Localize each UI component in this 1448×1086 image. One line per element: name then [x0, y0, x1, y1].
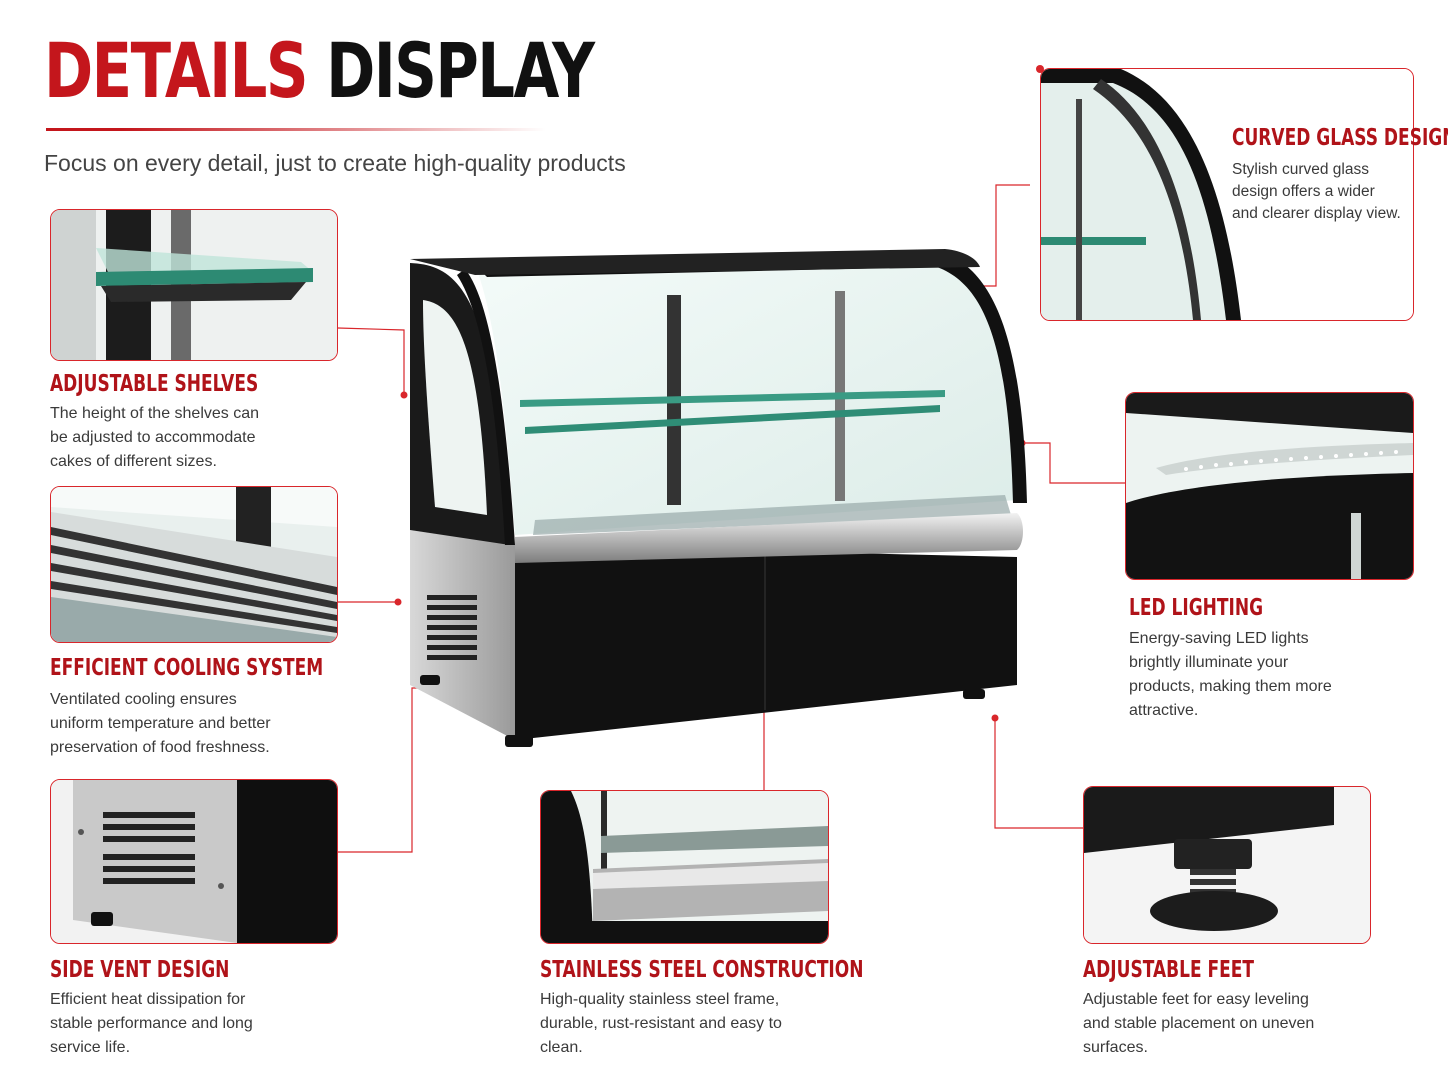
cooling-system-desc: Ventilated cooling ensures uniform tempe…: [50, 691, 271, 756]
title-underline: [46, 128, 546, 131]
adjustable-feet-photo: [1083, 786, 1371, 944]
stainless-steel-desc: High-quality stainless steel frame, dura…: [540, 991, 782, 1056]
adjustable-feet-title: ADJUSTABLE FEET: [1083, 957, 1255, 983]
curved-glass-desc: Stylish curved glass design offers a wid…: [1232, 161, 1401, 222]
led-lighting-desc: Energy-saving LED lights brightly illumi…: [1129, 630, 1332, 719]
curved-glass-title: CURVED GLASS DESIGN: [1232, 125, 1448, 151]
side-vent-desc: Efficient heat dissipation for stable pe…: [50, 991, 253, 1056]
led-lighting-title: LED LIGHTING: [1129, 595, 1264, 621]
cooling-system-photo: [50, 486, 338, 643]
stainless-steel-title: STAINLESS STEEL CONSTRUCTION: [540, 957, 864, 983]
title-word-display: DISPLAY: [326, 26, 595, 115]
side-vent-title: SIDE VENT DESIGN: [50, 957, 230, 983]
page-title: DETAILS DISPLAY: [44, 26, 595, 115]
title-word-details: DETAILS: [44, 26, 309, 115]
display-cabinet-image: [410, 249, 1027, 747]
page-subtitle: Focus on every detail, just to create hi…: [44, 150, 626, 176]
adjustable-shelves-title: ADJUSTABLE SHELVES: [50, 371, 259, 397]
adjustable-feet-desc: Adjustable feet for easy leveling and st…: [1083, 991, 1315, 1056]
stainless-steel-photo: [540, 790, 829, 944]
curved-glass-photo: [1040, 68, 1414, 321]
adjustable-shelves-photo: [50, 209, 338, 361]
side-vent-photo: [50, 779, 338, 944]
adjustable-shelves-desc: The height of the shelves can be adjuste…: [50, 405, 260, 470]
led-lighting-photo: [1125, 392, 1414, 580]
cooling-system-title: EFFICIENT COOLING SYSTEM: [50, 655, 324, 681]
